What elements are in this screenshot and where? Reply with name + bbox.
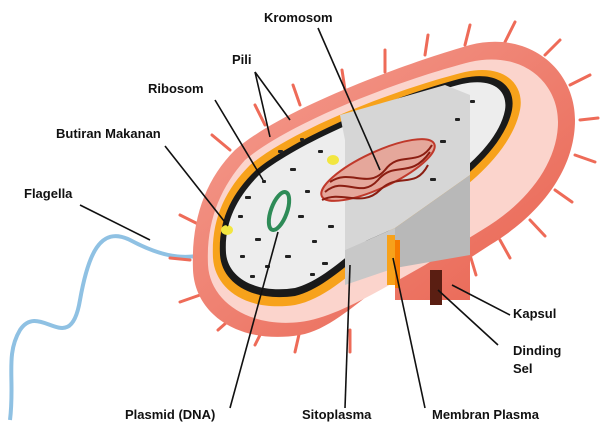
label-pili: Pili — [232, 52, 252, 67]
label-kromosom: Kromosom — [264, 10, 333, 25]
label-flagella: Flagella — [24, 186, 72, 201]
label-membran-plasma: Membran Plasma — [432, 407, 539, 422]
flagellum — [10, 236, 212, 420]
food-granule — [221, 225, 233, 235]
capsule-cut-dark — [430, 270, 442, 305]
label-kapsul: Kapsul — [513, 306, 556, 321]
label-dinding-sel-line2: Sel — [513, 361, 533, 376]
label-butiran-makanan: Butiran Makanan — [56, 126, 161, 141]
food-granule — [327, 155, 339, 165]
label-ribosom: Ribosom — [148, 81, 204, 96]
label-sitoplasma: Sitoplasma — [302, 407, 371, 422]
label-plasmid: Plasmid (DNA) — [125, 407, 215, 422]
label-dinding-sel-line1: Dinding — [513, 343, 561, 358]
